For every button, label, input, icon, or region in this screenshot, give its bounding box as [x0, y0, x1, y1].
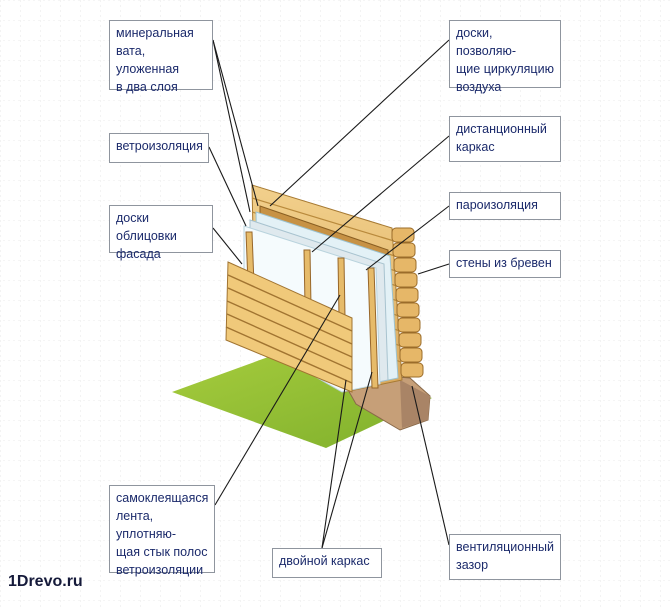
label-wind-barrier: ветроизоляция	[109, 133, 209, 163]
log-ends	[391, 227, 424, 378]
label-ventilation-gap: вентиляционный зазор	[449, 534, 561, 580]
label-log-walls: стены из бревен	[449, 250, 561, 278]
label-mineral-wool: минеральная вата, уложенная в два слоя	[109, 20, 213, 94]
ground-patch	[172, 352, 432, 448]
label-sealing-tape: самоклеящаяся лента, уплотняю- щая стык …	[109, 485, 215, 577]
label-ventilation-boards: доски, позволяю- щие циркуляцию воздуха	[449, 20, 561, 94]
label-facade-boards: доски облицовки фасада	[109, 205, 213, 261]
leader-lines	[208, 39, 450, 549]
site-watermark: 1Drevo.ru	[8, 573, 83, 590]
foundation-side	[400, 380, 430, 428]
label-vapor-barrier: пароизоляция	[449, 192, 561, 220]
label-spacer-frame: дистанционный каркас	[449, 116, 561, 162]
label-double-frame: двойной каркас	[272, 548, 382, 578]
facade-cladding	[225, 261, 353, 393]
